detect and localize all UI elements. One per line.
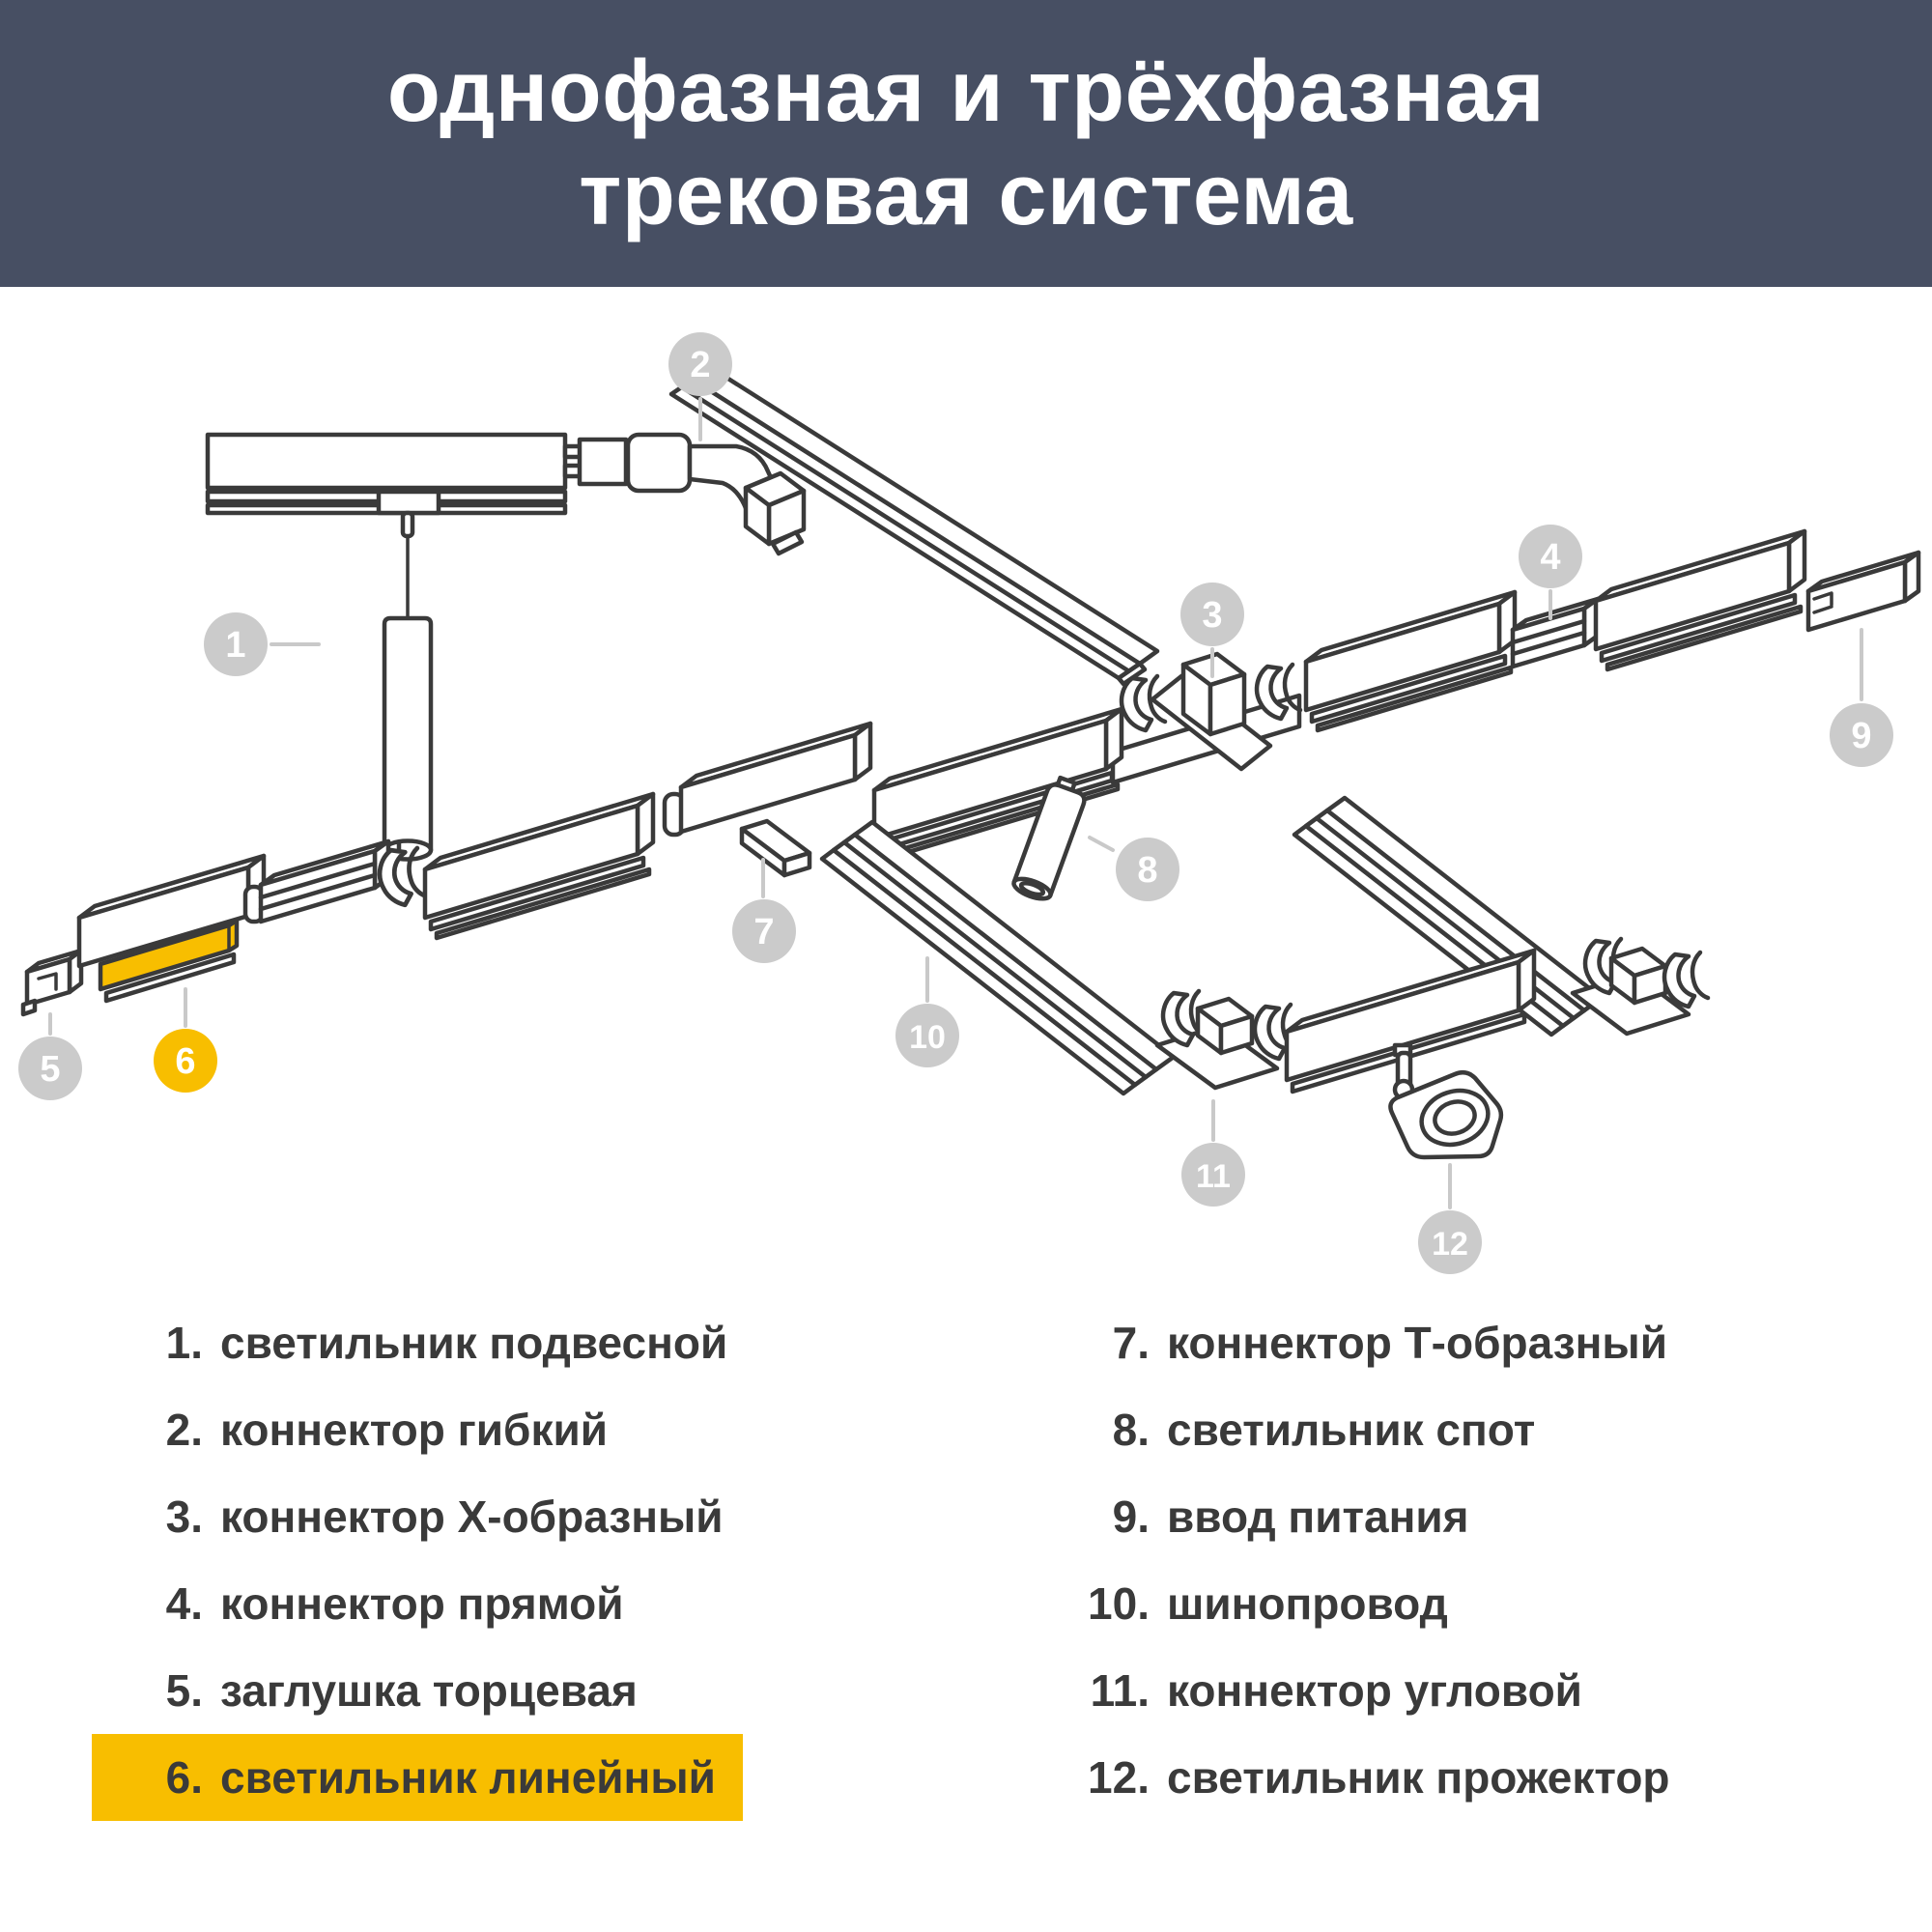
linear-light: [76, 853, 267, 1004]
part-badge-10: [895, 1004, 959, 1067]
power-feed: [1805, 550, 1921, 633]
part-badge-2: [668, 332, 732, 396]
part-badge-number-6: 6: [175, 1041, 195, 1082]
badge-leader-line-8: [1088, 836, 1115, 852]
part-badge-number-11: 11: [1196, 1158, 1231, 1195]
projector-light: [1388, 1042, 1504, 1160]
header-banner: однофазная и трёхфазная трековая система: [0, 0, 1932, 287]
part-badge-12: [1418, 1210, 1482, 1274]
part-badge-number-2: 2: [690, 345, 710, 385]
page-title: однофазная и трёхфазная трековая система: [387, 41, 1545, 245]
part-badge-number-1: 1: [225, 625, 245, 666]
part-badge-number-7: 7: [753, 912, 774, 952]
ceiling-track-front: [205, 432, 568, 516]
part-badge-number-12: 12: [1432, 1226, 1468, 1263]
part-badge-1: [204, 612, 268, 676]
part-badge-number-9: 9: [1851, 716, 1871, 756]
end-cap: [20, 948, 84, 1017]
part-badge-7: [732, 899, 796, 963]
t-connector: [662, 721, 873, 878]
part-badge-11: [1181, 1143, 1245, 1207]
highlighted-part-badge-6: [154, 1029, 217, 1093]
flexible-connector: [562, 432, 807, 556]
x-connector: [1110, 651, 1300, 785]
part-badge-number-4: 4: [1540, 537, 1560, 578]
part-badge-9: [1830, 703, 1893, 767]
corner-connector-left: [1154, 991, 1298, 1091]
page-title-line1: однофазная и трёхфазная: [386, 43, 1546, 141]
track-segment-to-cross: [871, 706, 1124, 862]
part-badge-5: [18, 1037, 82, 1100]
corner-connector-right: [1570, 939, 1708, 1037]
part-badge-number-5: 5: [40, 1049, 60, 1090]
pendant-light: [382, 510, 434, 862]
part-badge-number-8: 8: [1137, 850, 1157, 891]
track-segment-left: [422, 791, 656, 941]
mini-connector: [242, 838, 391, 924]
track-segment-right-2: [1593, 528, 1807, 672]
page-title-line2: трековая система: [579, 146, 1353, 243]
part-badge-number-10: 10: [909, 1019, 946, 1056]
part-badge-4: [1519, 525, 1582, 588]
part-badge-3: [1180, 582, 1244, 646]
track-segment-right-1: [1303, 589, 1518, 733]
spot-light: [1011, 775, 1087, 901]
part-badge-8: [1116, 838, 1179, 901]
busbar-track: [819, 819, 1177, 1096]
part-badge-number-3: 3: [1202, 595, 1222, 636]
straight-connector: [1510, 596, 1601, 669]
